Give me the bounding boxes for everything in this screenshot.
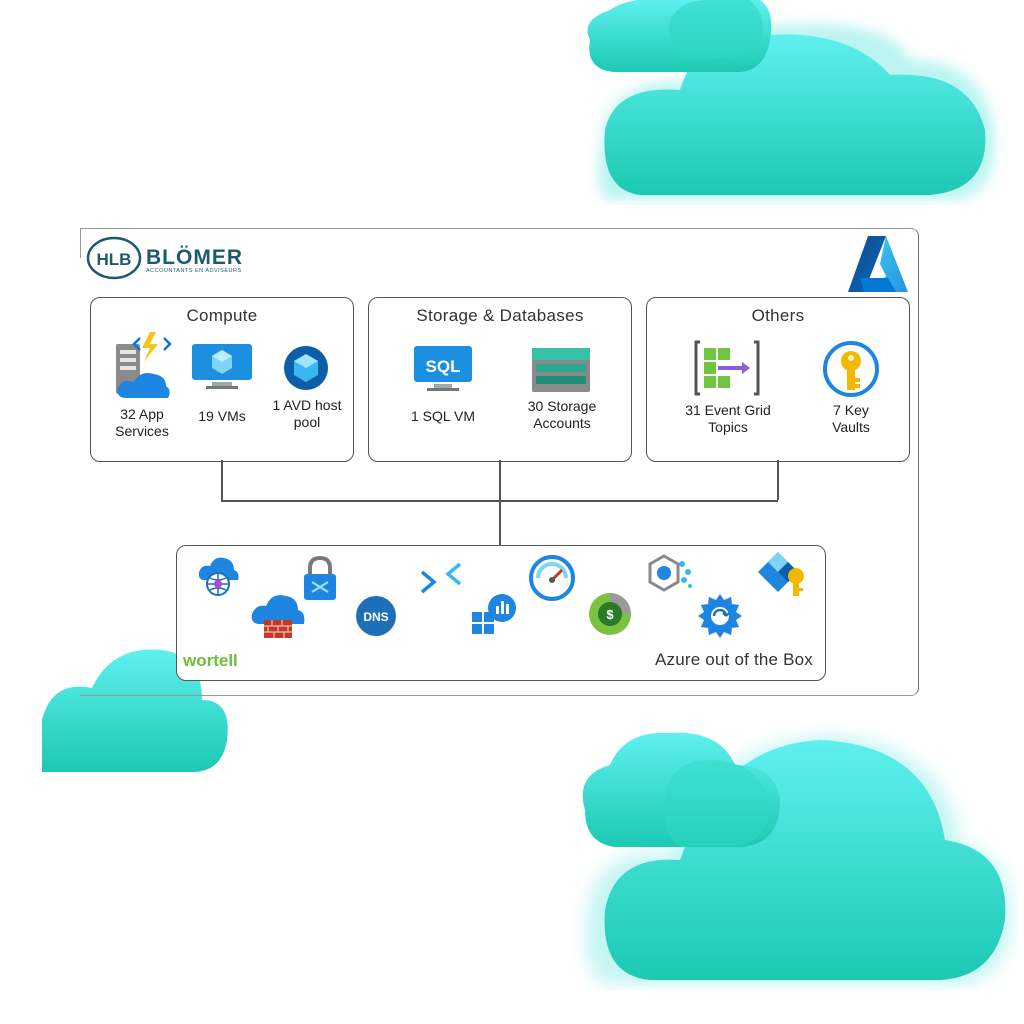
cloud-top-right <box>587 0 995 201</box>
connector-storage <box>499 460 501 545</box>
hlb-logo-mark: HLB <box>86 236 142 280</box>
hlb-logo-text: HLB <box>97 250 132 269</box>
connector-others <box>777 460 779 500</box>
azure-logo-icon <box>848 236 908 292</box>
avd-count: 1 AVD host <box>272 397 342 413</box>
storage-account-icon <box>532 348 590 392</box>
app-services-label: 32 App Services <box>98 406 186 440</box>
dns-icon: DNS <box>356 596 396 636</box>
sql-vm-label: 1 SQL VM <box>398 408 488 425</box>
private-link-icon <box>420 562 462 594</box>
key-vault-name: Vaults <box>832 419 870 435</box>
avd-host-pool-icon <box>284 346 328 390</box>
wortell-logo: wortell <box>183 651 238 670</box>
vms-count: 19 VMs <box>198 408 246 424</box>
avd-name: pool <box>293 414 321 430</box>
app-services-icon <box>116 332 172 398</box>
vms-label: 19 VMs <box>180 408 264 425</box>
sql-text: SQL <box>426 357 461 376</box>
sql-vm-icon: SQL <box>414 346 472 391</box>
app-services-name: Services <box>115 423 169 439</box>
connector-compute <box>221 460 223 500</box>
event-grid-count: 31 Event Grid <box>685 402 771 418</box>
logo-tagline: ACCOUNTANTS EN ADVISEURS <box>146 268 242 274</box>
group-storage: Storage & Databases <box>368 297 632 462</box>
virtual-machine-icon <box>192 344 252 389</box>
event-grid-name: Topics <box>708 419 748 435</box>
front-door-icon <box>198 557 239 596</box>
speedometer-icon <box>529 555 575 601</box>
group-compute-title: Compute <box>186 306 258 325</box>
entra-id-key-icon <box>758 552 804 596</box>
avd-label: 1 AVD host pool <box>262 397 352 431</box>
key-vault-label: 7 Key Vaults <box>808 402 894 436</box>
diagram-frame <box>80 228 919 696</box>
event-grid-label: 31 Event Grid Topics <box>674 402 782 436</box>
key-vault-count: 7 Key <box>833 402 869 418</box>
group-others-title: Others <box>751 306 805 325</box>
dns-text: DNS <box>363 610 388 624</box>
frame-corner <box>80 228 83 258</box>
monitor-dashboard-icon <box>472 594 516 634</box>
sentinel-icon <box>648 554 692 592</box>
storage-name: Accounts <box>533 415 591 431</box>
connector-horizontal <box>221 500 778 502</box>
automation-gear-icon <box>698 594 742 638</box>
storage-count: 30 Storage <box>527 398 597 414</box>
app-services-count: 32 App <box>120 406 164 422</box>
storage-label: 30 Storage Accounts <box>514 398 610 432</box>
ootb-title: Azure out of the Box <box>654 650 813 669</box>
cost-text: $ <box>606 607 614 622</box>
event-grid-icon <box>694 340 760 396</box>
cost-management-icon: $ <box>589 593 631 635</box>
sql-vm-count: 1 SQL VM <box>410 408 476 424</box>
logo-name: BLÖMER <box>146 246 243 269</box>
group-storage-title: Storage & Databases <box>416 306 584 325</box>
key-vault-icon <box>823 341 879 397</box>
cloud-bottom-right <box>582 732 1012 985</box>
firewall-icon <box>251 595 305 638</box>
lock-icon <box>304 556 336 600</box>
